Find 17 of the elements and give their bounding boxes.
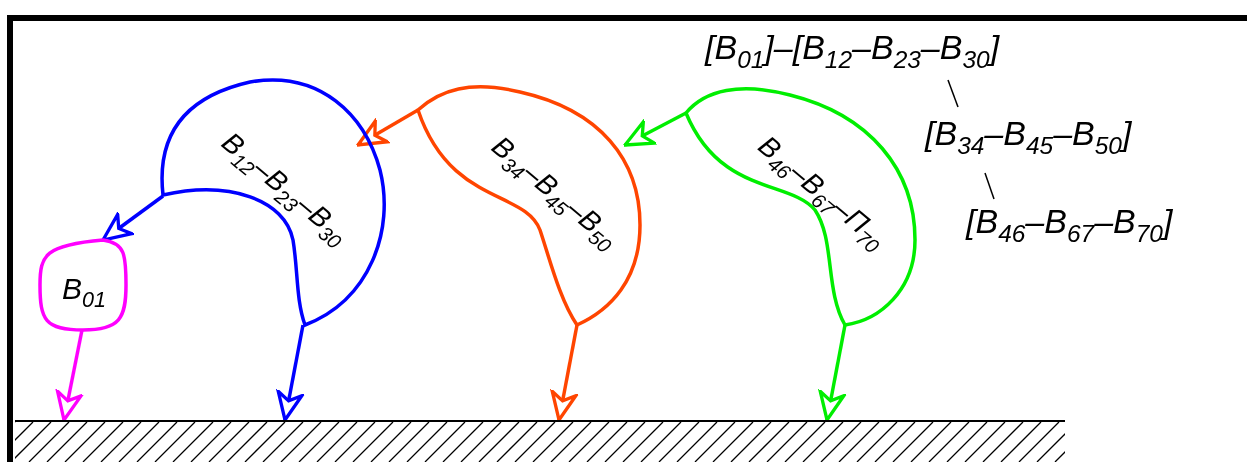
arrow [101, 194, 165, 242]
arrow [55, 329, 84, 422]
formula-label: B$_{01}$ [62, 272, 106, 306]
bean-outline [415, 84, 643, 327]
rounded-outline [38, 238, 130, 334]
connector-line [984, 172, 995, 200]
arrow [623, 111, 687, 147]
formula-label: [B$_{01}$]–[B$_{12}$–B$_{23}$–B$_{30}$] [705, 28, 1000, 67]
arrow [818, 324, 847, 422]
connector-line [947, 79, 959, 108]
arrow [356, 108, 419, 147]
arrow [276, 324, 305, 422]
arrow [550, 324, 579, 422]
formula-label: [B$_{46}$–B$_{67}$–B$_{70}$] [966, 202, 1173, 241]
formula-label: [B$_{34}$–B$_{45}$–B$_{50}$] [925, 114, 1132, 153]
ground-hatching [15, 420, 1065, 462]
bean-outline [683, 84, 918, 327]
